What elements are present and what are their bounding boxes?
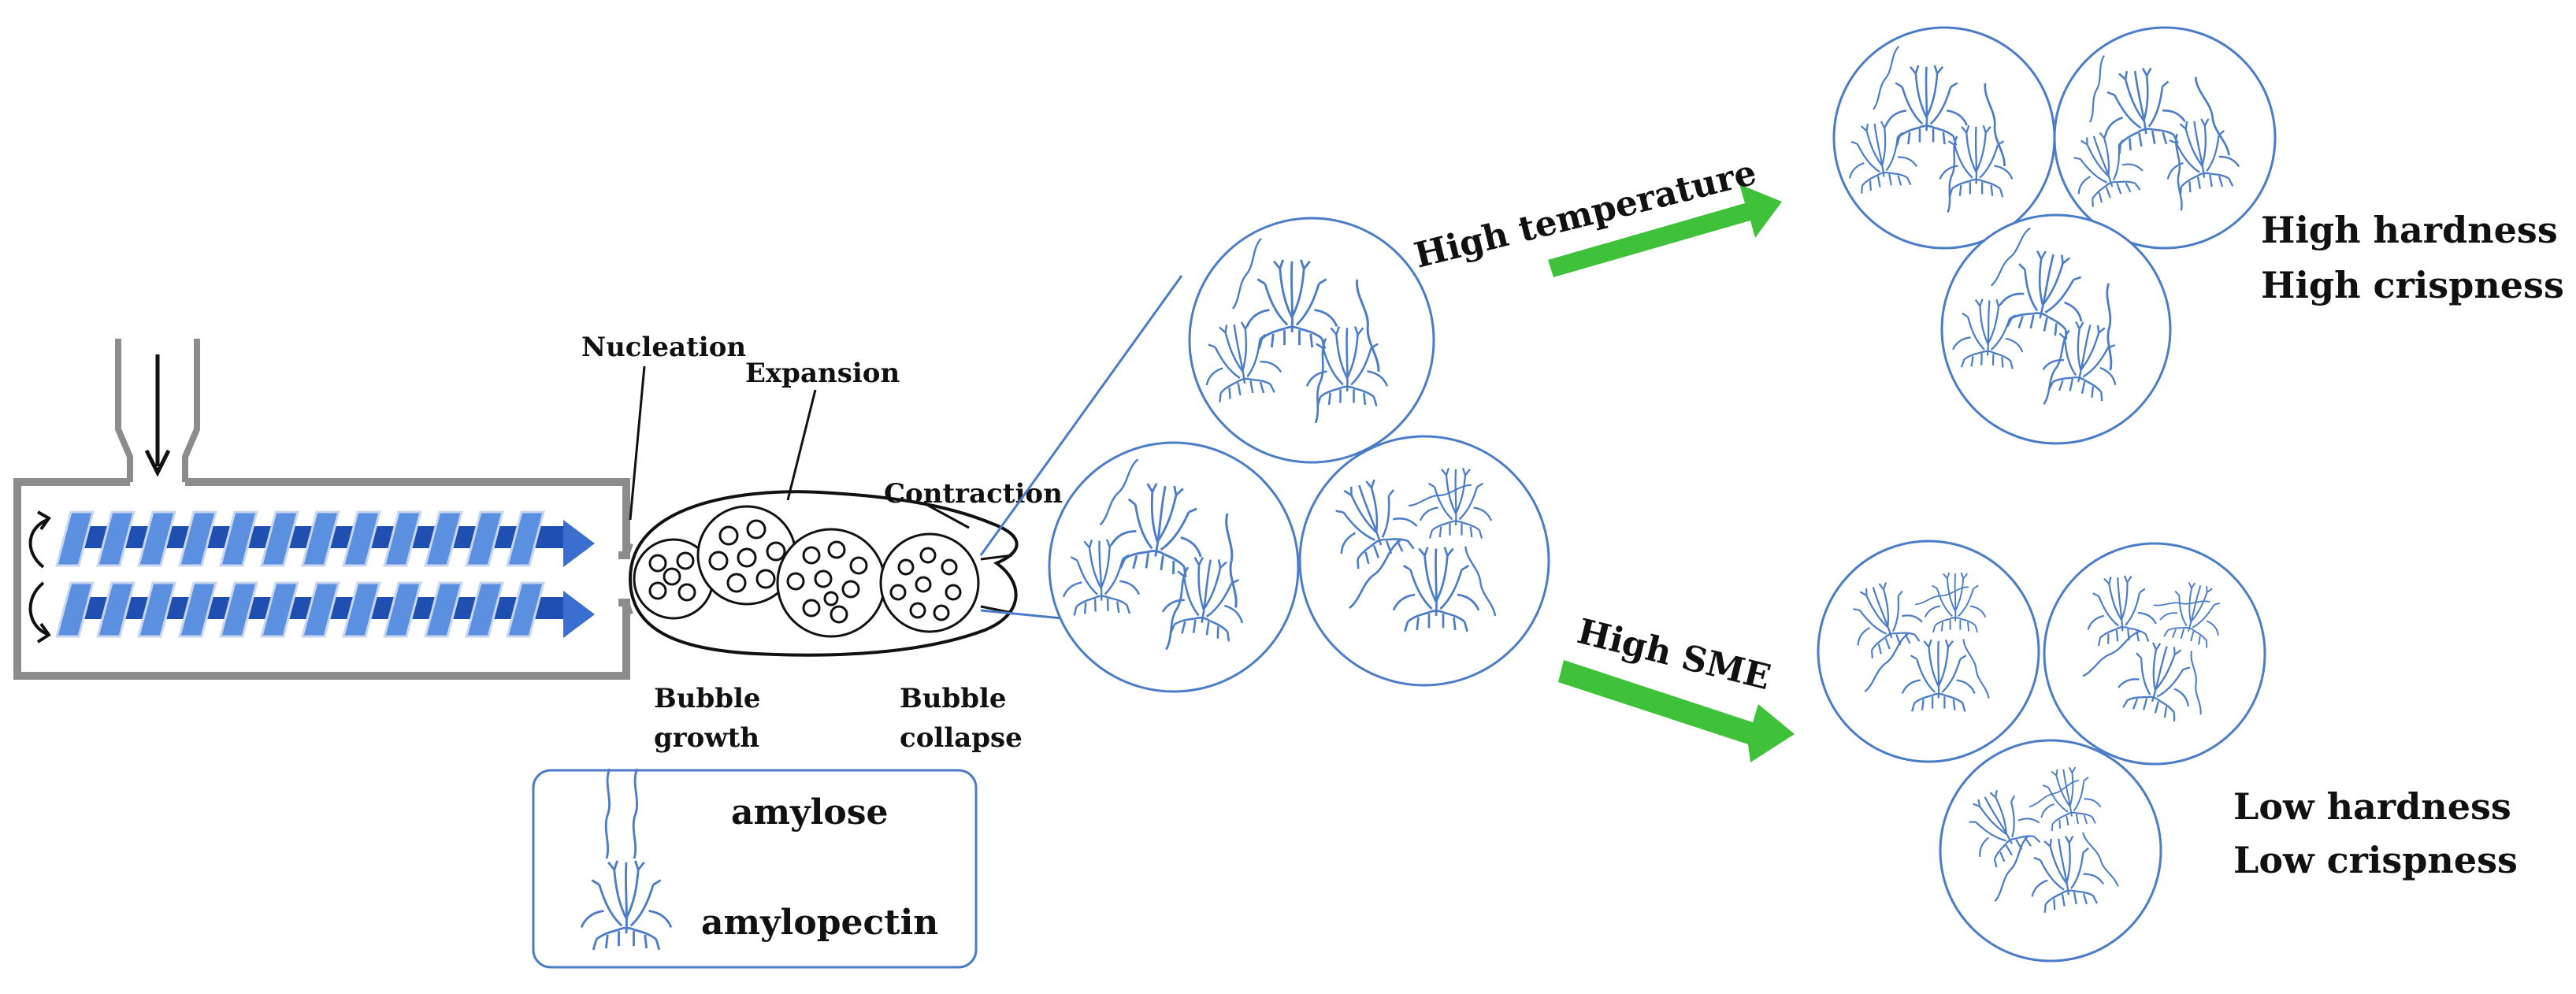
label-bubble-growth-2: growth xyxy=(654,722,759,754)
result-high-crispness: High crispness xyxy=(2261,264,2564,306)
label-contraction: Contraction xyxy=(884,478,1063,510)
bubble-icon xyxy=(879,532,980,633)
label-bubble-growth-1: Bubble xyxy=(654,683,761,714)
bubble-icon xyxy=(776,528,886,638)
legend-amylopectin-label: amylopectin xyxy=(701,903,938,943)
extrudate xyxy=(628,490,1019,657)
bubble-icon xyxy=(633,538,715,620)
legend: amylose amylopectin xyxy=(532,767,978,969)
label-bubble-collapse-2: collapse xyxy=(900,722,1023,754)
result-low-crispness: Low crispness xyxy=(2233,839,2518,881)
bubble-icon xyxy=(696,505,797,606)
granule-cluster-middle xyxy=(1048,217,1550,693)
result-high-hardness: High hardness xyxy=(2261,209,2558,251)
label-bubble-collapse-1: Bubble xyxy=(900,683,1007,714)
granule-cluster-bottom xyxy=(1817,540,2266,962)
arrow-high-temperature xyxy=(1548,184,1782,277)
extruder xyxy=(13,339,633,680)
arrow-high-sme xyxy=(1558,660,1795,762)
label-expansion: Expansion xyxy=(745,358,900,389)
label-nucleation: Nucleation xyxy=(581,332,746,363)
screw-icon xyxy=(55,510,595,638)
legend-amylose-label: amylose xyxy=(731,792,888,833)
result-low-hardness: Low hardness xyxy=(2233,785,2511,828)
